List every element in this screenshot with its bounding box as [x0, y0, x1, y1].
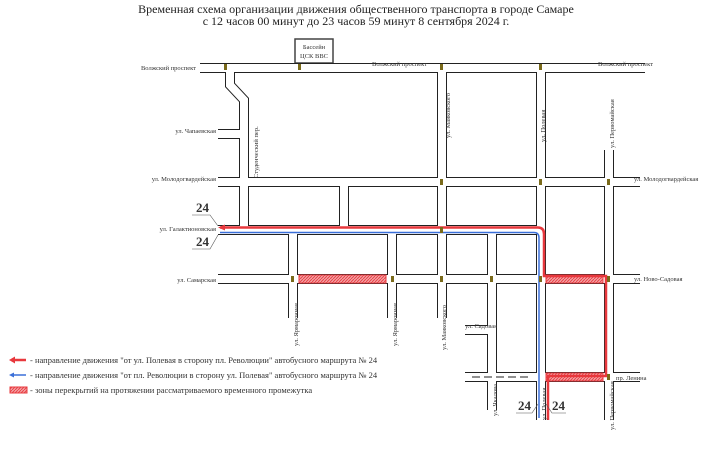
label-studenchesky: Студенческий пер. — [253, 126, 260, 178]
label-molodogvardeyskaya-right: ул. Молодогвардейская — [634, 176, 698, 183]
street-labels: Волжский проспект Волжский проспект Волж… — [141, 61, 698, 430]
route-24-blue — [220, 231, 540, 418]
route-label-24-a: 24 — [196, 200, 210, 215]
legend: - направление движения "от ул. Полевая в… — [9, 355, 378, 395]
label-makarenko-bottom: ул. Маяковского — [441, 305, 448, 350]
landmark-pool: Бассейн ЦСК ВВС — [294, 38, 334, 64]
label-pervomayskaya-top: ул. Первомайская — [609, 99, 616, 148]
label-samarskaya: ул. Самарская — [177, 277, 216, 284]
label-chkalova: ул. Чкалова — [492, 384, 499, 416]
route-24-red — [220, 226, 608, 420]
title-line-2: с 12 часов 00 минут до 23 часов 59 минут… — [203, 14, 510, 28]
route-number-labels: 24 24 24 24 — [192, 200, 566, 414]
legend-item-blue-direction: - направление движения "от пл. Революции… — [9, 370, 378, 380]
label-lenina: пр. Ленина — [616, 375, 647, 382]
legend-item-red-direction: - направление движения "от ул. Полевая в… — [9, 355, 378, 365]
label-volzhsky-right: Волжский проспект — [598, 61, 653, 68]
label-molodogvardeyskaya-left: ул. Молодогвардейская — [152, 176, 216, 183]
label-volzhsky-mid: Волжский проспект — [372, 61, 427, 68]
label-polevaya-top: ул. Полевая — [540, 110, 547, 142]
label-makarenko-top: ул. Маяковского — [445, 93, 452, 138]
legend-text-red: - направление движения "от ул. Полевая в… — [30, 355, 378, 365]
traffic-lights — [224, 64, 610, 380]
title-line-1: Временная схема организации движения общ… — [138, 2, 574, 16]
label-novo-sadovaya: ул. Ново-Садовая — [634, 276, 682, 283]
label-sadovaya: ул. Садовая — [465, 323, 497, 330]
label-pervomayskaya-bottom: ул. Первомайская — [609, 381, 616, 430]
label-volzhsky-left: Волжский проспект — [141, 65, 196, 72]
route-label-24-b: 24 — [196, 234, 210, 249]
label-yarmarochnaya-2: ул. Ярмарочная — [392, 303, 399, 346]
legend-text-blue: - направление движения "от пл. Революции… — [30, 370, 378, 380]
route-24-red-arrow — [218, 224, 225, 231]
legend-text-closure: - зоны перекрытий на протяжении рассматр… — [30, 385, 312, 395]
closure-zone-samarskaya — [298, 274, 387, 284]
landmark-line-2: ЦСК ВВС — [300, 53, 328, 60]
label-yarmarochnaya-1: ул. Ярмарочная — [293, 303, 300, 346]
closure-zones — [298, 274, 604, 382]
landmark-line-1: Бассейн — [303, 44, 326, 51]
route-label-24-c: 24 — [518, 398, 532, 413]
label-chapaevskaya: ул. Чапаевская — [175, 128, 216, 135]
road-network — [200, 63, 645, 420]
route-label-24-d: 24 — [552, 398, 566, 413]
label-polevaya-bottom: ул. Полевая — [541, 388, 548, 420]
label-galaktionovskaya: ул. Галактионовская — [160, 226, 216, 233]
legend-item-closure: - зоны перекрытий на протяжении рассматр… — [9, 385, 312, 395]
